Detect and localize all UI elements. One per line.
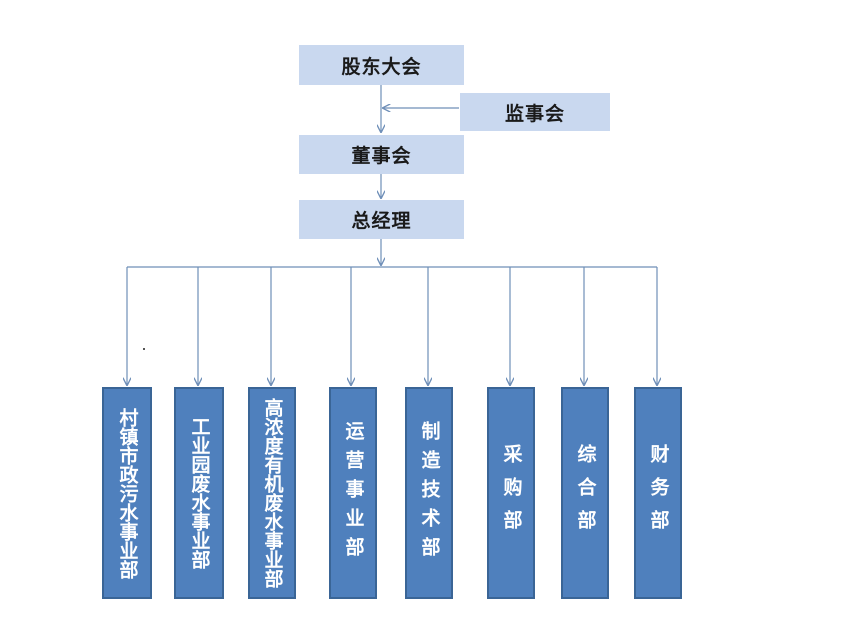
dept-label: 综合部	[574, 443, 597, 543]
shareholders-meeting-box: 股东大会	[299, 45, 464, 85]
dept-procurement: 采购部	[487, 387, 535, 599]
dept-operations: 运营事业部	[329, 387, 377, 599]
stray-dot	[143, 348, 145, 350]
dept-label: 村镇市政污水事业部	[116, 407, 139, 579]
dept-industrial-park-wastewater: 工业园废水事业部	[174, 387, 224, 599]
supervisory-board-box: 监事会	[460, 93, 610, 131]
dept-high-concentration-organic-wastewater: 高浓度有机废水事业部	[248, 387, 296, 599]
dept-village-municipal-sewage: 村镇市政污水事业部	[102, 387, 152, 599]
dept-label: 制造技术部	[418, 420, 441, 566]
dept-label: 运营事业部	[342, 420, 365, 566]
dept-general-affairs: 综合部	[561, 387, 609, 599]
board-of-directors-box: 董事会	[299, 135, 464, 174]
dept-manufacturing-technology: 制造技术部	[405, 387, 453, 599]
dept-label: 财务部	[647, 443, 670, 543]
dept-label: 工业园废水事业部	[188, 417, 211, 569]
dept-label: 高浓度有机废水事业部	[261, 398, 284, 588]
general-manager-box: 总经理	[299, 200, 464, 239]
dept-finance: 财务部	[634, 387, 682, 599]
dept-label: 采购部	[500, 443, 523, 543]
